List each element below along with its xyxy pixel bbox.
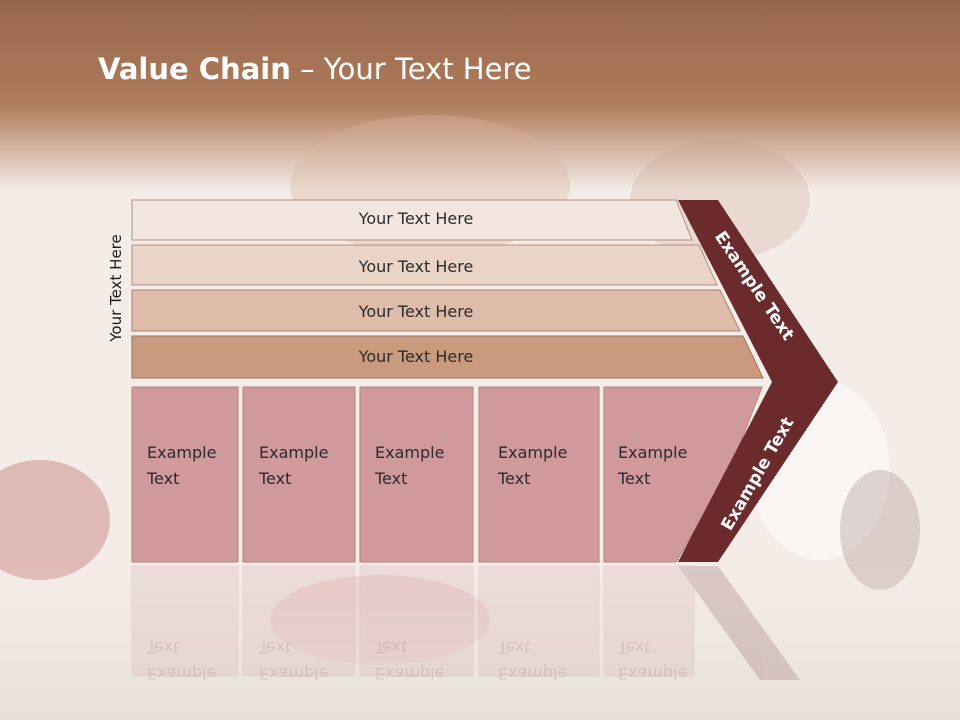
bar-2 — [131, 244, 718, 286]
activity-box-1 — [131, 386, 239, 563]
slide-title: Value Chain – Your Text Here — [98, 52, 532, 86]
title-bold: Value Chain — [98, 52, 291, 86]
bar-3 — [131, 289, 741, 332]
activity-box-4 — [478, 386, 600, 563]
bar-label-1: Your Text Here — [358, 209, 474, 228]
bar-label-2: Your Text Here — [358, 257, 474, 276]
activity-box-3 — [359, 386, 474, 563]
bar-4 — [131, 335, 764, 379]
reflection — [131, 565, 800, 680]
bar-label-4: Your Text Here — [358, 347, 474, 366]
activity-box-2 — [242, 386, 356, 563]
title-rest: – Your Text Here — [290, 52, 532, 86]
bar-label-3: Your Text Here — [358, 302, 474, 321]
margin-arrow — [678, 200, 838, 562]
bar-1 — [131, 199, 693, 241]
